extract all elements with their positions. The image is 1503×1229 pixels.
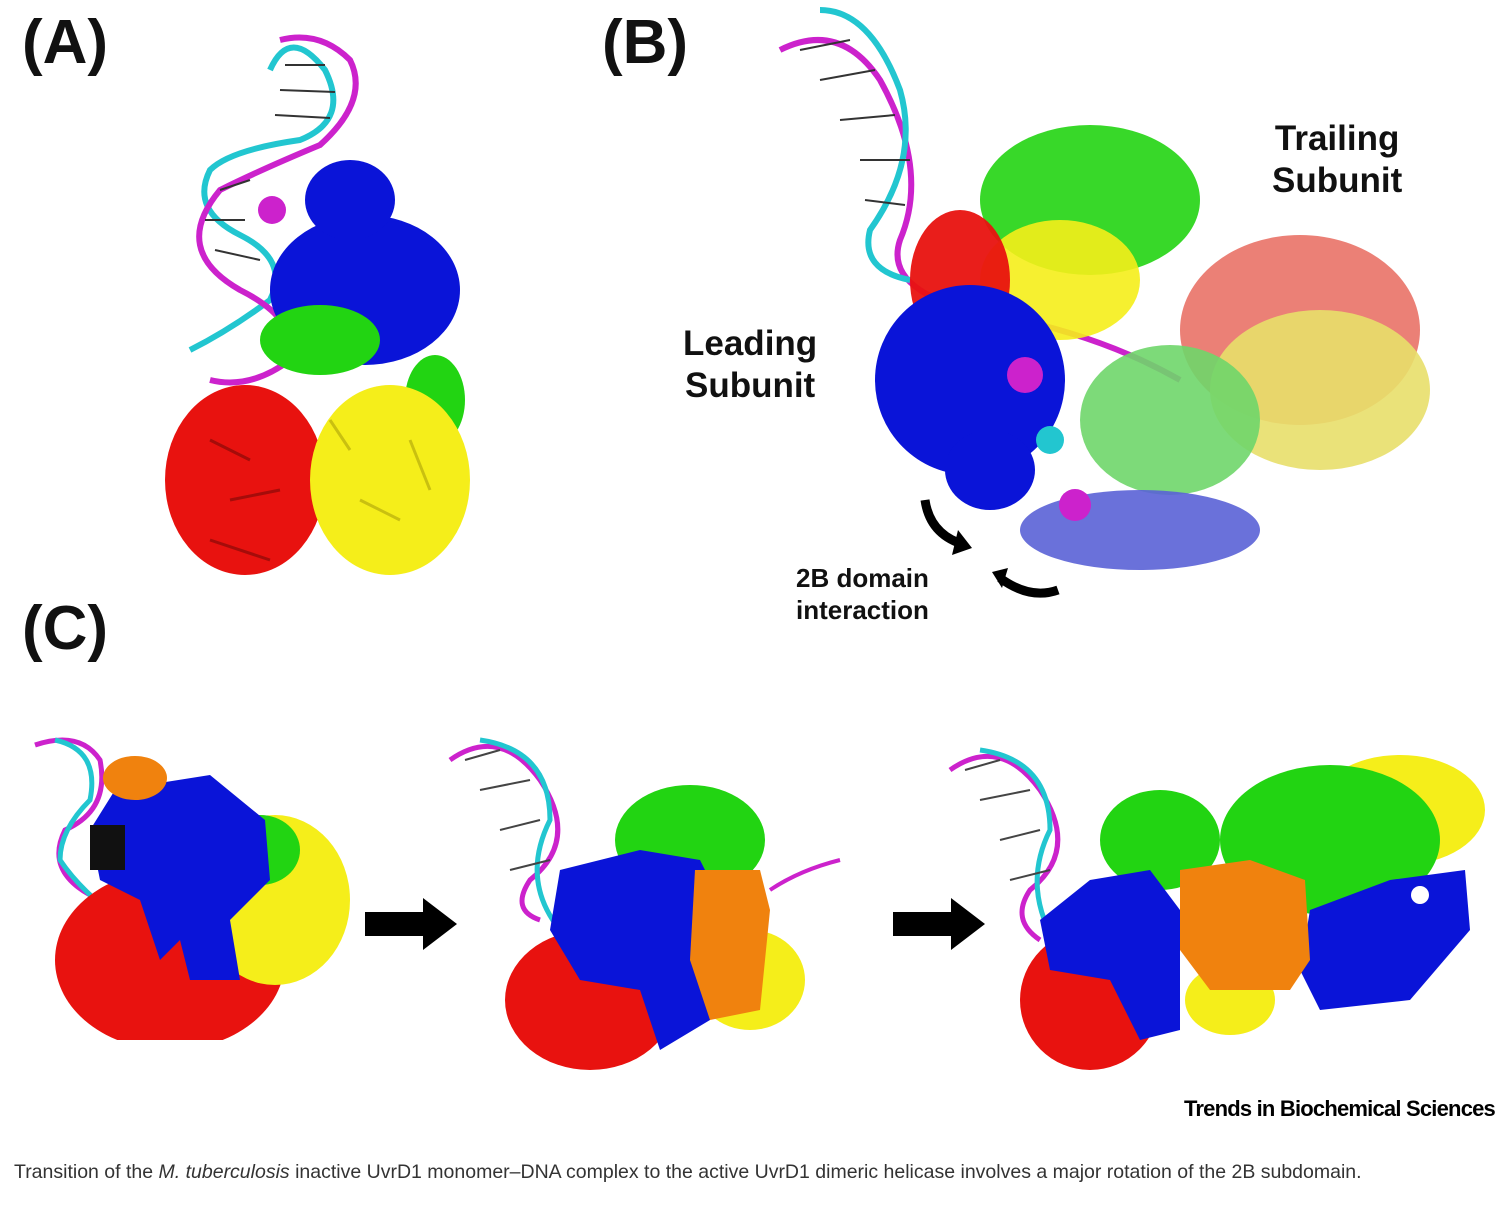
caption-species: M. tuberculosis	[158, 1161, 290, 1183]
panel-label-b: (B)	[602, 8, 689, 77]
panel-a-monomer-structure	[165, 34, 470, 575]
rotation-arrow-lower-icon	[997, 574, 1060, 598]
panel-c-surface-monomer	[34, 737, 350, 1040]
figure-caption: Transition of the M. tuberculosis inacti…	[14, 1158, 1484, 1187]
label-leading-line2: Subunit	[684, 366, 816, 405]
label-leading-line1: Leading	[683, 324, 818, 363]
panel-c-transition-arrow-1	[365, 898, 457, 950]
panel-c-surface-dimer	[948, 747, 1485, 1070]
label-leading-subunit: Leading Subunit	[683, 323, 817, 407]
panel-c-surface-intermediate	[448, 737, 841, 1070]
label-trailing-subunit: Trailing Subunit	[1272, 118, 1402, 202]
panel-b-dimer-structure	[778, 7, 1430, 598]
journal-credit: Trends in Biochemical Sciences	[1183, 1096, 1496, 1121]
label-trailing-line2: Subunit	[1272, 161, 1403, 200]
caption-suffix: inactive UvrD1 monomer–DNA complex to th…	[289, 1161, 1362, 1183]
label-trailing-line1: Trailing	[1274, 119, 1400, 158]
label-2b-line2: interaction	[796, 595, 929, 625]
label-2b-domain-interaction: 2B domain interaction	[796, 562, 929, 626]
panel-c-transition-arrow-2	[893, 898, 985, 950]
panel-label-a: (A)	[22, 8, 109, 77]
panel-label-c: (C)	[22, 594, 109, 663]
caption-prefix: Transition of the	[14, 1161, 159, 1183]
label-2b-line1: 2B domain	[796, 563, 929, 593]
